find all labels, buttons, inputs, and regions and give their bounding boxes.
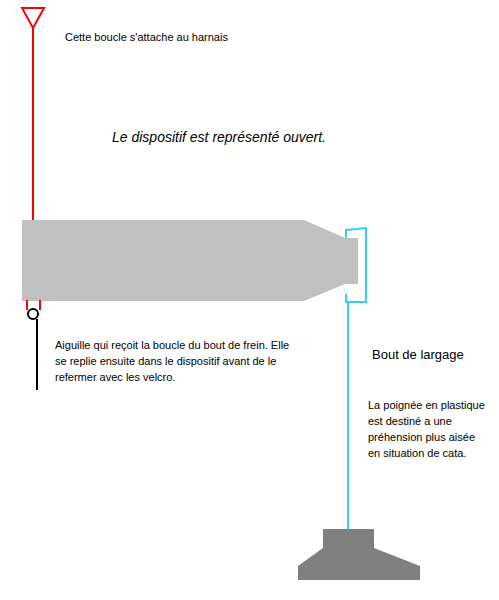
harness-loop <box>22 8 44 28</box>
plastic-handle <box>298 529 420 580</box>
release-hook <box>346 228 366 302</box>
device-body <box>22 220 358 301</box>
release-line-label: Bout de largage <box>372 347 464 363</box>
view-note: Le dispositif est représenté ouvert. <box>112 128 326 146</box>
release-line <box>347 302 349 530</box>
handle-note: La poignée en plastique est destiné a un… <box>368 397 486 461</box>
harness-line <box>32 28 34 221</box>
needle <box>36 319 38 390</box>
needle-eye <box>28 309 38 319</box>
harness-loop-note: Cette boucle s'attache au harnais <box>65 30 228 45</box>
needle-note: Aiguille qui reçoit la boucle du bout de… <box>55 337 295 385</box>
needle-link <box>39 300 41 310</box>
needle-link <box>26 300 28 310</box>
